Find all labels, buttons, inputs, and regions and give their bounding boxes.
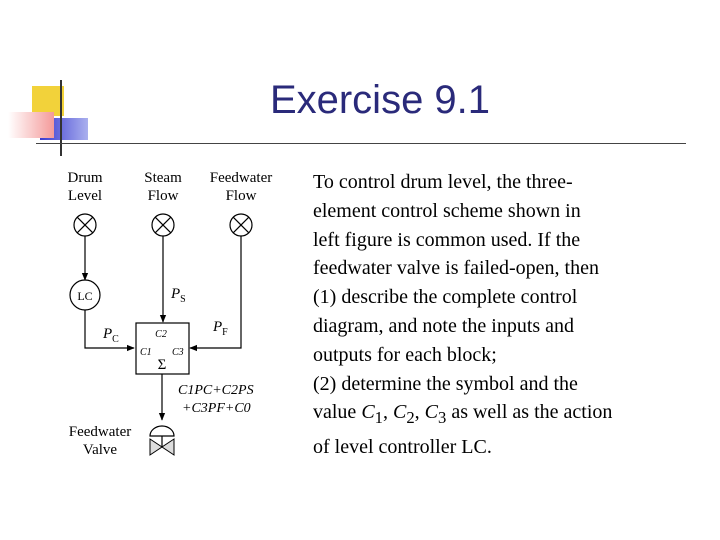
level-controller-label: LC — [77, 289, 92, 303]
paragraph-2: (2) determine the symbol and the value C… — [313, 370, 683, 462]
text-line: as well as the action — [446, 401, 613, 424]
subscript-3: 3 — [438, 408, 447, 428]
steam-flow-transmitter-icon — [151, 213, 175, 237]
text-line: left figure is common used. If the — [313, 228, 581, 251]
drum-level-label-line2: Level — [68, 188, 102, 204]
summer-c1-label: C1 — [140, 347, 152, 358]
text-line: (2) determine the symbol and the — [313, 372, 578, 395]
exercise-text: To control drum level, the three- elemen… — [313, 168, 683, 462]
pc-signal-line — [84, 310, 135, 352]
valve-label-line1: Feedwater — [69, 424, 131, 440]
pf-label: PF — [212, 319, 228, 338]
equation-line-1: C1PC+C2PS — [178, 383, 254, 398]
deco-pink-block — [8, 112, 54, 138]
subscript-1: 1 — [374, 408, 383, 428]
steam-flow-label-line2: Flow — [148, 188, 179, 204]
steam-flow-label-line1: Steam — [144, 170, 182, 186]
symbol-c1: C — [361, 401, 375, 424]
drum-level-transmitter-icon — [73, 213, 97, 237]
feedwater-flow-label-line2: Flow — [226, 188, 257, 204]
summer-c3-label: C3 — [172, 347, 184, 358]
paragraph-1: To control drum level, the three- elemen… — [313, 168, 683, 370]
separator: , — [414, 401, 425, 424]
valve-label-line2: Valve — [83, 442, 117, 458]
ps-label: PS — [170, 286, 186, 305]
summer-sigma: Σ — [158, 357, 167, 373]
feedwater-valve-icon — [149, 425, 175, 456]
deco-horizontal-line — [36, 143, 686, 144]
subscript-2: 2 — [406, 408, 415, 428]
drum-level-label-line1: Drum — [68, 170, 103, 186]
text-line: feedwater valve is failed-open, then — [313, 257, 599, 280]
text-line: element control scheme shown in — [313, 199, 581, 222]
text-line: diagram, and note the inputs and — [313, 314, 575, 337]
text-line: outputs for each block; — [313, 343, 497, 366]
deco-vertical-line — [60, 80, 62, 156]
text-line: value — [313, 401, 362, 424]
text-line: To control drum level, the three- — [313, 171, 573, 193]
symbol-c3: C — [424, 401, 438, 424]
feedwater-flow-transmitter-icon — [229, 213, 253, 237]
pc-label: PC — [102, 326, 119, 345]
equation-line-2: +C3PF+C0 — [182, 401, 251, 416]
deco-yellow-block — [32, 86, 64, 116]
feedwater-flow-label-line1: Feedwater — [210, 170, 272, 186]
summer-c2-label: C2 — [155, 329, 167, 340]
pf-signal-line — [189, 236, 242, 352]
text-line: of level controller LC. — [313, 436, 492, 459]
symbol-c2: C — [392, 401, 407, 424]
text-line: (1) describe the complete control — [313, 286, 578, 309]
summer-block — [135, 322, 190, 375]
slide-title: Exercise 9.1 — [269, 78, 491, 122]
separator: , — [382, 401, 393, 424]
